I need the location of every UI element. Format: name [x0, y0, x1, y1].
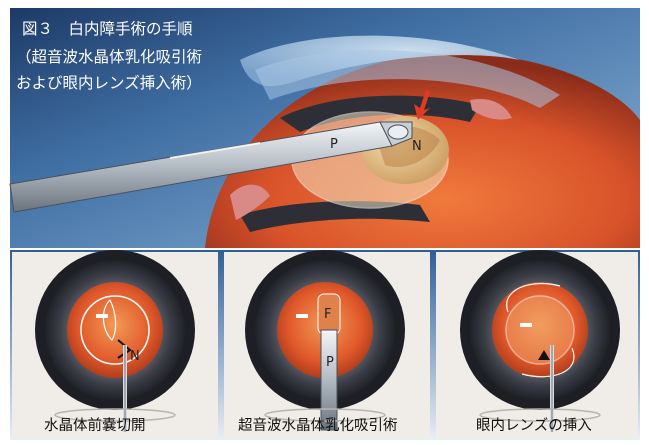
panel-phacoemulsification: F P 超音波水晶体乳化吸引術: [224, 250, 430, 438]
caption-iol-insertion: 眼内レンズの挿入: [476, 417, 592, 434]
main-illustration: P N 図３ 白内障手術の手順 （超音波水晶体乳化吸引術 および眼内レンズ挿入術…: [10, 8, 640, 248]
caption-capsulotomy: 水晶体前嚢切開: [44, 417, 146, 434]
label-probe: P: [330, 137, 338, 152]
label-nucleus-1: N: [130, 349, 140, 364]
intraocular-lens: [506, 296, 574, 364]
label-fragment: F: [324, 307, 331, 322]
label-nucleus: N: [412, 139, 422, 154]
phaco-probe-small: [321, 330, 337, 430]
step-panels: N 水晶体前嚢切開 F P 超音波水晶体乳化吸引術: [10, 250, 640, 440]
label-probe-small: P: [326, 355, 334, 370]
panel-capsulotomy: N 水晶体前嚢切開: [12, 250, 218, 438]
figure-title-line-1: 図３ 白内障手術の手順: [22, 20, 193, 38]
panel-iol-insertion: 眼内レンズの挿入: [436, 250, 638, 438]
caption-phacoemulsification: 超音波水晶体乳化吸引術: [238, 417, 398, 434]
figure-title-line-3: および眼内レンズ挿入術）: [16, 74, 202, 92]
figure-title-line-2: （超音波水晶体乳化吸引術: [16, 48, 202, 66]
